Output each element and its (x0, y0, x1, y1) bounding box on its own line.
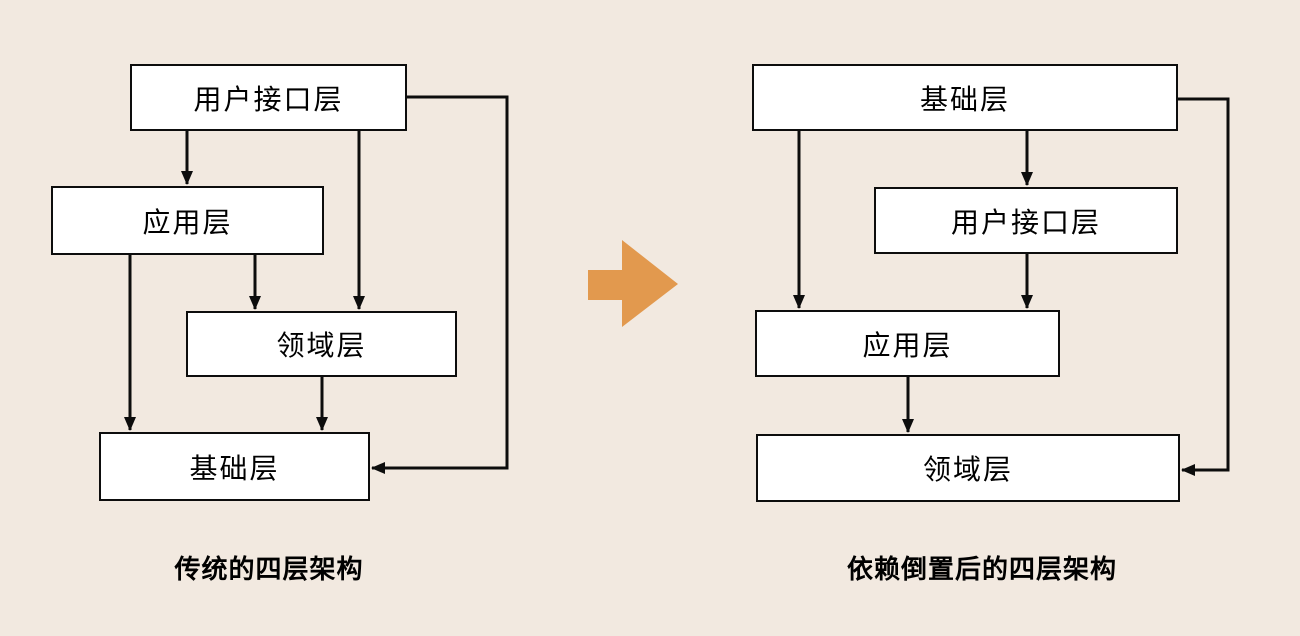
caption-right-diagram: 依赖倒置后的四层架构 (846, 554, 1117, 584)
node-right-application-layer: 应用层 (755, 310, 1060, 377)
node-left-application-layer: 应用层 (51, 186, 324, 255)
connector-left-ui-to-infra-loop (371, 95, 509, 474)
node-right-infrastructure-layer: 基础层 (752, 64, 1178, 131)
node-label: 基础层 (189, 452, 280, 484)
node-label: 应用层 (142, 206, 233, 238)
node-left-domain-layer: 领域层 (186, 311, 457, 377)
node-right-user-interface-layer: 用户接口层 (874, 187, 1178, 254)
node-label: 用户接口层 (950, 206, 1101, 238)
node-label: 领域层 (922, 454, 1013, 485)
transform-arrow-icon (588, 240, 678, 327)
node-left-user-interface-layer: 用户接口层 (130, 64, 407, 131)
connector-right-infra-to-domain-loop (1178, 97, 1230, 476)
caption-left-diagram: 传统的四层架构 (174, 554, 364, 584)
node-left-infrastructure-layer: 基础层 (99, 432, 370, 501)
node-label: 用户接口层 (193, 83, 344, 115)
node-label: 领域层 (276, 330, 367, 361)
node-right-domain-layer: 领域层 (756, 434, 1180, 502)
node-label: 应用层 (862, 329, 953, 361)
node-label: 基础层 (919, 83, 1010, 115)
